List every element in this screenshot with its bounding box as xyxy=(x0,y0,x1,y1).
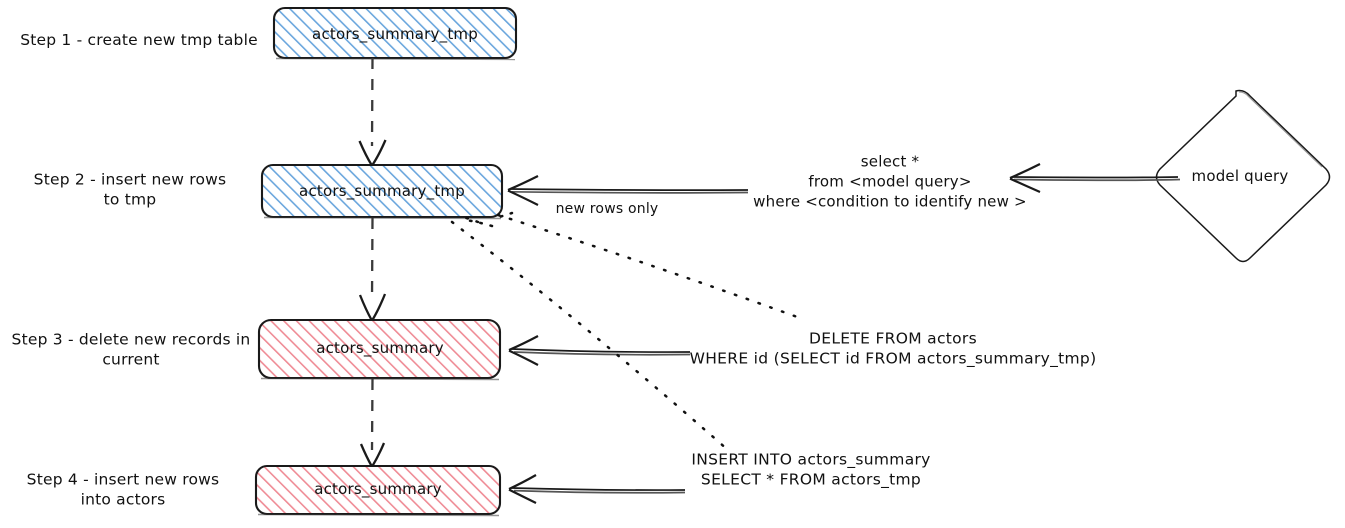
node-label-target-3: actors_summary xyxy=(316,339,444,358)
edge-label-model-query-sql: select * from <model query> where <condi… xyxy=(753,152,1027,210)
node-label-tmp-2: actors_summary_tmp xyxy=(299,182,465,201)
node-label-target-4: actors_summary xyxy=(314,480,442,499)
step-label-4: Step 4 - insert new rows into actors xyxy=(26,470,220,509)
step-label-1: Step 1 - create new tmp table xyxy=(20,30,258,49)
edge-delete-to-target3 xyxy=(508,335,691,366)
node-label-tmp-1: actors_summary_tmp xyxy=(312,25,478,44)
edge-tmp2-to-target3 xyxy=(358,217,387,321)
step-label-3: Step 3 - delete new records in current xyxy=(11,330,251,369)
node-shape-tmp-1[interactable] xyxy=(272,6,518,61)
edge-label-delete-sql: DELETE FROM actors WHERE id (SELECT id F… xyxy=(689,329,1097,368)
edge-label-new-rows-only: new rows only xyxy=(555,200,659,217)
node-shape-target-4[interactable] xyxy=(254,464,502,517)
edge-dotted-tmp2-to-delete xyxy=(461,213,802,320)
node-shape-model-query[interactable] xyxy=(1155,89,1331,263)
node-shape-target-3[interactable] xyxy=(257,318,502,381)
edge-label-insert-sql: INSERT INTO actors_summary SELECT * FROM… xyxy=(691,450,931,489)
edge-insert-to-target4 xyxy=(508,474,686,504)
node-label-model-query: model query xyxy=(1191,167,1289,186)
edge-target3-to-target4 xyxy=(359,378,386,467)
edge-dotted-tmp2-to-insert xyxy=(450,211,730,452)
node-shape-tmp-2[interactable] xyxy=(260,163,504,220)
edge-tmp1-to-tmp2 xyxy=(358,57,387,166)
step-label-2: Step 2 - insert new rows to tmp xyxy=(33,170,227,209)
edge-model-query-to-tmp2 xyxy=(507,163,1181,206)
